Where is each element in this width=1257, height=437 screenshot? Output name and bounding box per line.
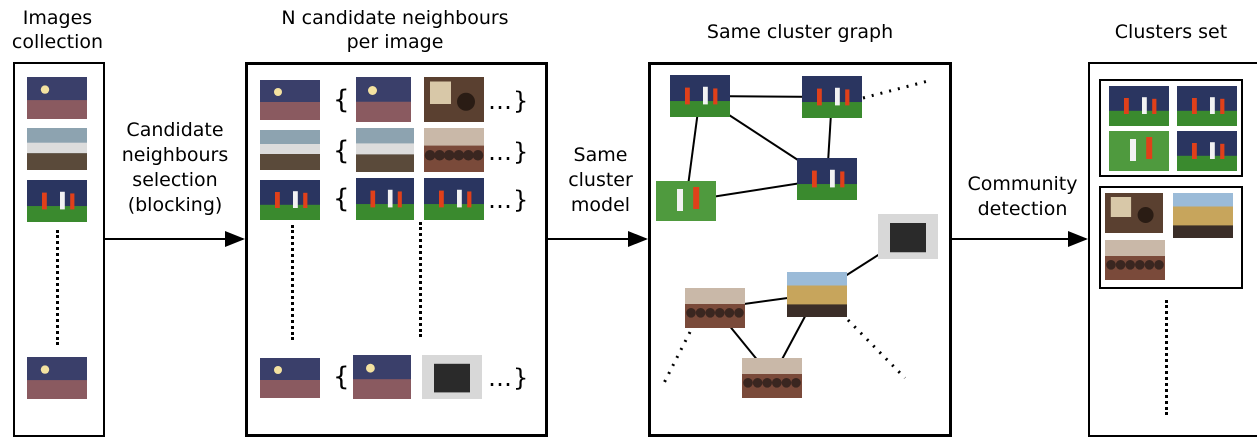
graph-node-soccer-c	[656, 181, 716, 221]
connectors	[105, 78, 1088, 386]
graph-trailing-dots	[661, 78, 933, 386]
row4-ellipsis: …}	[488, 364, 530, 392]
cluster-soccer-4	[1177, 131, 1237, 171]
cluster-crowd-1	[1105, 193, 1163, 233]
collection-image-3	[27, 180, 87, 222]
images-collection-title-line2: collection	[11, 31, 104, 53]
model-step-label: Same cluster model	[553, 143, 648, 218]
collection-image-2	[27, 128, 87, 170]
candidate-3-1	[356, 178, 414, 220]
row2-ellipsis: …}	[488, 138, 530, 166]
model-line3: model	[570, 194, 631, 216]
graph-node-plaza-a	[787, 272, 847, 317]
collection-image-4	[27, 357, 87, 399]
candidates-title-line1: N candidate neighbours	[281, 7, 509, 29]
row1-ellipsis: …}	[488, 87, 530, 115]
graph-node-soccer-b	[802, 76, 862, 118]
graph-node-soccer-d	[797, 158, 857, 200]
graph-node-stage-a	[878, 214, 938, 259]
row3-open-brace: {	[333, 184, 350, 214]
row2-open-brace: {	[333, 136, 350, 166]
graph-title: Same cluster graph	[706, 21, 894, 43]
cluster-crowd-box	[1099, 186, 1243, 289]
blocking-line2: neighbours	[121, 144, 229, 166]
blocking-line4: (blocking)	[127, 194, 223, 216]
blocking-step-label: Candidate neighbours selection (blocking…	[105, 118, 245, 218]
query-image-2	[260, 130, 320, 170]
clusters-vdots	[1165, 300, 1168, 415]
graph-node-crowd-b	[742, 358, 802, 398]
clusters-title: Clusters set	[1114, 21, 1228, 43]
candidates-title-line2: per image	[346, 31, 444, 53]
candidates-vdots-left	[291, 225, 294, 340]
collection-vdots	[56, 230, 59, 345]
cluster-soccer-2	[1177, 86, 1237, 126]
candidate-1-2	[424, 77, 484, 122]
row3-ellipsis: …}	[488, 186, 530, 214]
candidate-4-2	[422, 355, 482, 399]
graph-edges	[685, 95, 909, 379]
candidates-title: N candidate neighbours per image	[245, 6, 545, 54]
candidate-3-2	[424, 178, 484, 220]
row1-open-brace: {	[333, 85, 350, 115]
community-line1: Community	[967, 173, 1078, 195]
blocking-line1: Candidate	[126, 119, 224, 141]
community-step-label: Community detection	[955, 172, 1090, 222]
graph-node-crowd-a	[685, 288, 745, 328]
model-line2: cluster	[568, 169, 633, 191]
images-collection-title: Images collection	[0, 6, 115, 54]
query-image-1	[260, 80, 320, 120]
model-line1: Same	[573, 144, 628, 166]
images-collection-title-line1: Images	[22, 7, 93, 29]
graph-node-soccer-a	[670, 75, 730, 117]
query-image-3	[260, 180, 320, 220]
collection-image-1	[27, 77, 87, 119]
cluster-soccer-3	[1109, 131, 1169, 171]
candidates-vdots-right	[419, 222, 422, 337]
blocking-line3: selection	[132, 169, 218, 191]
community-line2: detection	[977, 198, 1068, 220]
candidate-4-1	[353, 355, 411, 399]
row4-open-brace: {	[333, 362, 350, 392]
cluster-soccer-1	[1109, 86, 1169, 126]
cluster-soccer-box	[1099, 79, 1243, 177]
cluster-crowd-2	[1173, 193, 1233, 238]
cluster-crowd-3	[1105, 240, 1165, 280]
candidate-2-1	[356, 128, 414, 172]
candidate-1-1	[356, 77, 411, 122]
candidate-2-2	[424, 128, 484, 172]
query-image-4	[260, 358, 320, 398]
